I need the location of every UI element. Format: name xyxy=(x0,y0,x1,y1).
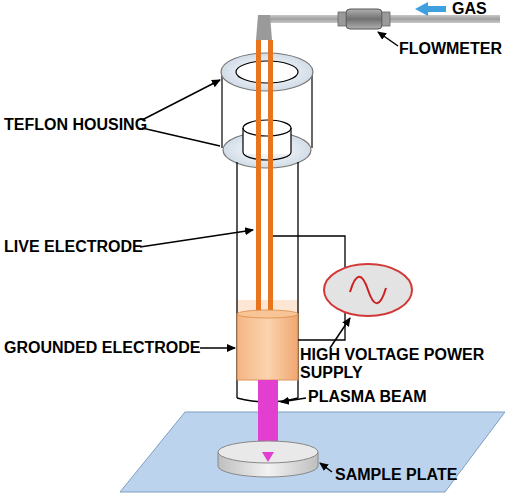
part-label: PLASMA BEAM xyxy=(308,388,427,406)
leader-line xyxy=(320,463,332,472)
leader-line xyxy=(142,128,220,146)
grounded-electrode xyxy=(237,314,298,380)
part-label: FLOWMETER xyxy=(399,40,502,58)
part-label: SAMPLE PLATE xyxy=(335,466,457,484)
leader-line xyxy=(140,230,253,247)
part-label: LIVE ELECTRODE xyxy=(4,238,143,256)
power-supply xyxy=(324,264,412,316)
live-electrode xyxy=(256,40,261,315)
part-label: GROUNDED ELECTRODE xyxy=(4,339,200,357)
part-label: TEFLON HOUSING xyxy=(4,116,147,134)
part-label: HIGH VOLTAGE POWER SUPPLY xyxy=(300,346,500,383)
sine-symbol xyxy=(350,277,386,304)
part-label: GAS xyxy=(452,0,487,18)
sample-plate xyxy=(120,412,505,492)
leader-line xyxy=(200,347,235,349)
leader-line xyxy=(142,80,220,120)
gas-direction-arrow xyxy=(415,2,446,16)
teflon-housing-top xyxy=(221,53,313,91)
flowmeter xyxy=(346,9,382,29)
gas-nozzle xyxy=(256,15,272,40)
leader-line xyxy=(378,32,398,46)
leader-line xyxy=(281,398,306,402)
supply-wire xyxy=(273,236,345,268)
leader-line xyxy=(330,318,350,348)
